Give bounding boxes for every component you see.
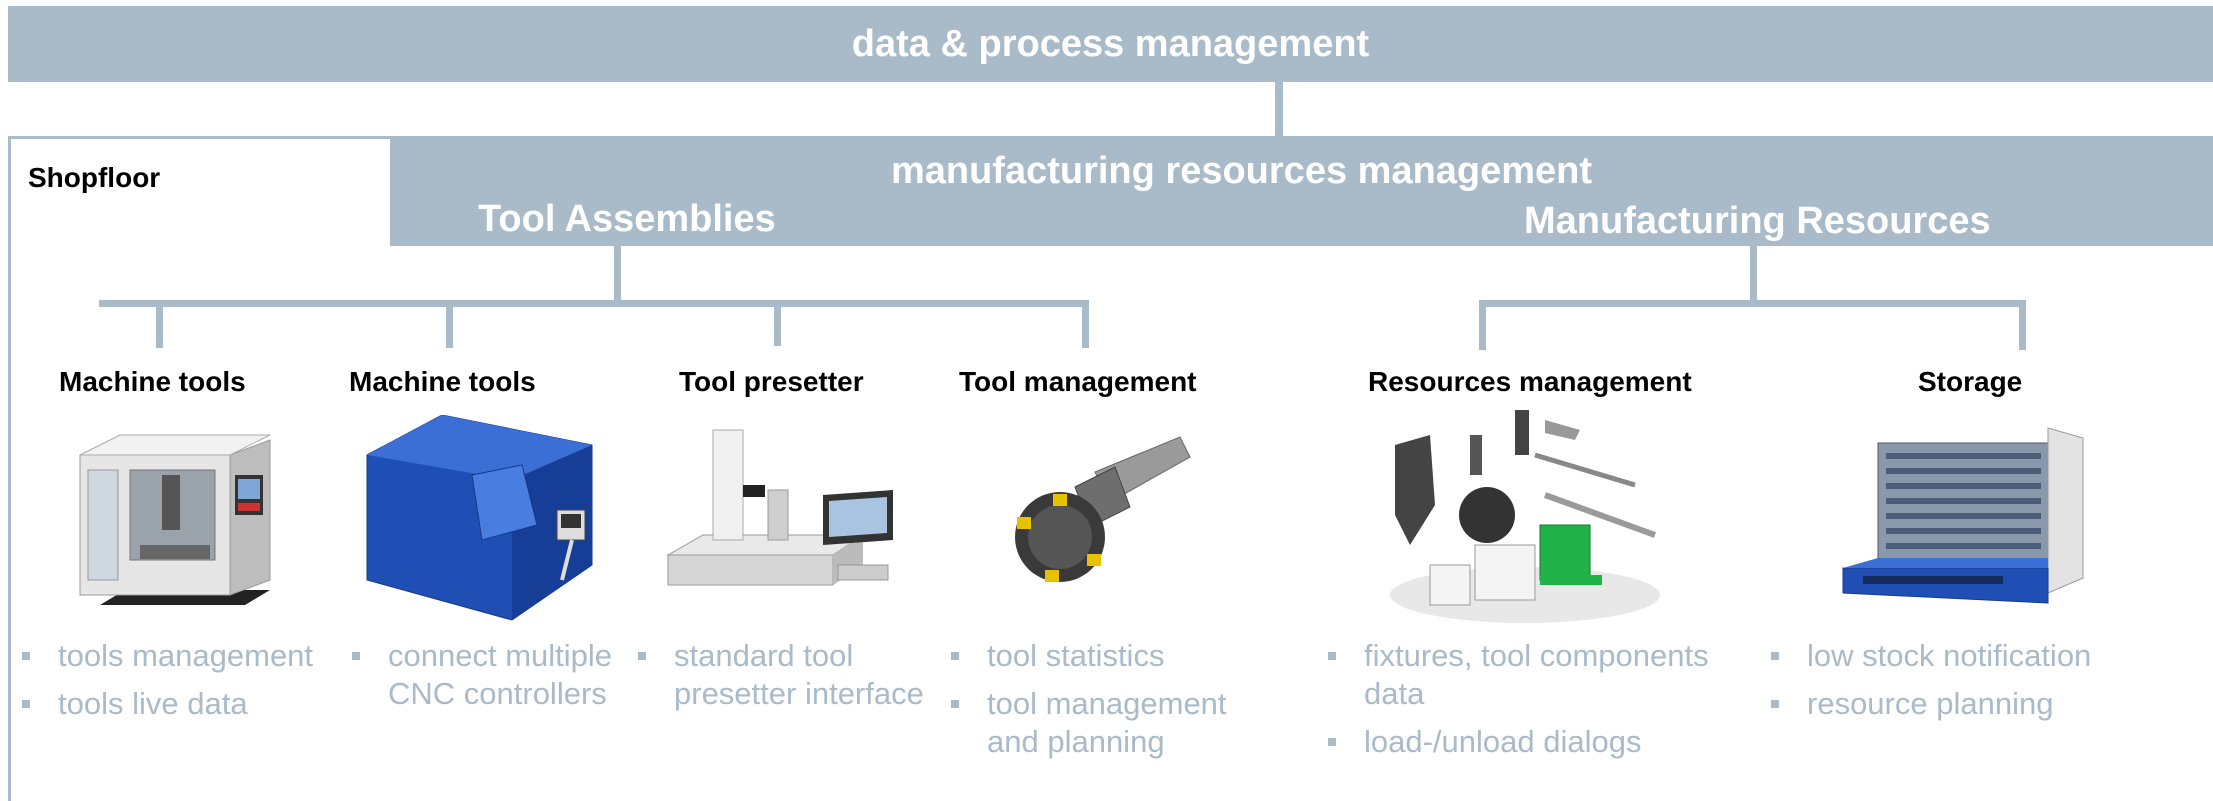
mr-crossbar	[1479, 300, 2026, 307]
bullets-tool-presetter: standard tool presetter interface	[638, 637, 948, 723]
list-item: resource planning	[1771, 685, 2191, 723]
bullets-storage: low stock notification resource planning	[1771, 637, 2191, 733]
manufacturing-resources-management-banner: manufacturing resources management Tool …	[390, 136, 2213, 246]
mr-drop-1	[1479, 300, 1486, 350]
column-title-tool-management: Tool management	[959, 366, 1197, 397]
ta-crossbar	[99, 300, 1089, 307]
ta-drop-2	[446, 300, 453, 348]
list-item: fixtures, tool components data	[1328, 637, 1728, 713]
tool-presetter-icon	[666, 429, 893, 586]
list-item: low stock notification	[1771, 637, 2191, 675]
ta-drop-4	[1082, 300, 1089, 348]
bullets-resources-management: fixtures, tool components data load-/unl…	[1328, 637, 1728, 771]
cnc-lathe-icon	[366, 415, 593, 621]
list-item: tools management	[22, 637, 342, 675]
list-item: standard tool presetter interface	[638, 637, 948, 713]
ta-trunk	[614, 246, 621, 302]
mr-drop-2	[2019, 300, 2026, 350]
column-title-machine-tools-2: Machine tools	[349, 366, 536, 397]
column-title-resources-management: Resources management	[1368, 366, 1692, 397]
banner-connector	[1275, 82, 1283, 136]
list-item: tools live data	[22, 685, 342, 723]
list-item: load-/unload dialogs	[1328, 723, 1728, 761]
mrm-title: manufacturing resources management	[890, 150, 1593, 192]
data-process-management-banner: data & process management	[8, 6, 2213, 82]
manufacturing-resources-title: Manufacturing Resources	[1524, 200, 1991, 242]
bullets-machine-tools-2: connect multiple CNC controllers	[352, 637, 632, 723]
storage-cabinet-icon	[1842, 427, 2084, 604]
list-item: connect multiple CNC controllers	[352, 637, 632, 713]
ta-drop-3	[774, 300, 781, 346]
mr-trunk	[1750, 246, 1757, 302]
column-title-tool-presetter: Tool presetter	[679, 366, 864, 397]
shopfloor-label: Shopfloor	[28, 162, 161, 193]
bullets-tool-management: tool statistics tool management and plan…	[951, 637, 1251, 771]
tool-assemblies-title: Tool Assemblies	[478, 198, 776, 240]
tool-holder-icon	[1015, 436, 1191, 582]
column-title-machine-tools-1: Machine tools	[59, 366, 246, 397]
fixtures-components-icon	[1390, 410, 1660, 623]
ta-drop-1	[156, 300, 163, 348]
milling-machine-icon	[79, 434, 271, 605]
column-title-storage: Storage	[1918, 366, 2023, 397]
list-item: tool statistics	[951, 637, 1251, 675]
banner-title: data & process management	[851, 22, 1370, 65]
bullets-machine-tools-1: tools management tools live data	[22, 637, 342, 733]
list-item: tool management and planning	[951, 685, 1251, 761]
